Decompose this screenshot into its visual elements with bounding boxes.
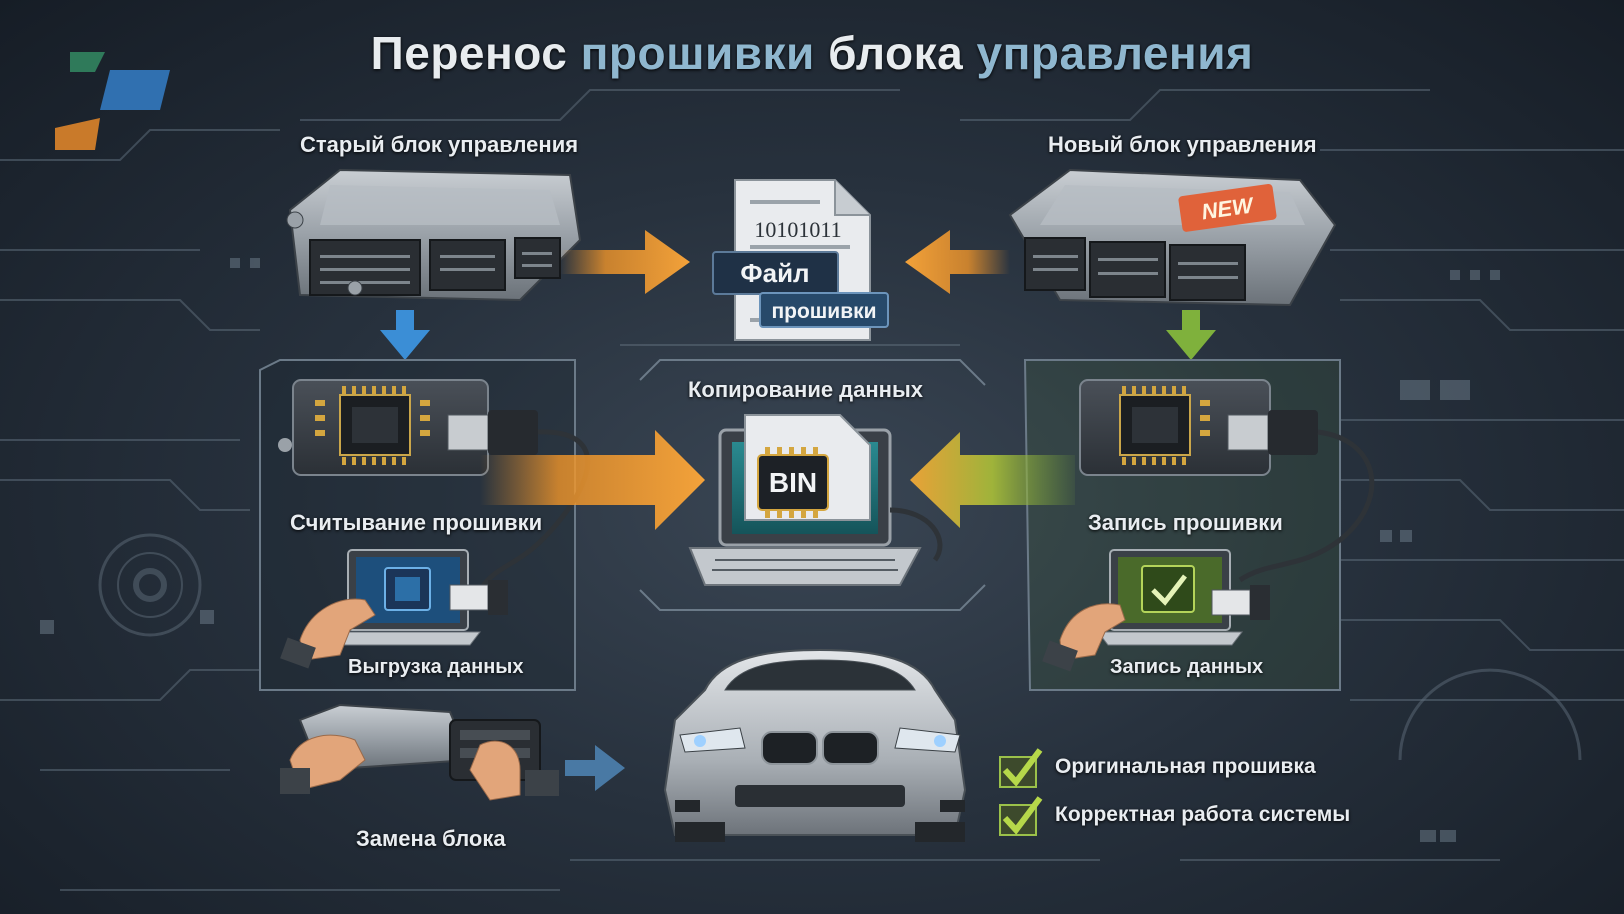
old-ecu-image: [286, 168, 582, 302]
title-part-2: прошивки: [580, 27, 815, 79]
arrow-new-to-file: [905, 230, 1010, 294]
laptop-upload-image: [333, 549, 508, 646]
title-part-3: блока: [814, 27, 977, 79]
programmer-left-image: [278, 379, 591, 592]
hand-left-image: [280, 598, 376, 669]
arrow-down-blue: [380, 310, 430, 360]
check-icon-1: [999, 748, 1043, 788]
file-tag-line1: Файл: [740, 258, 809, 288]
binary-text: 10101011: [754, 217, 841, 242]
new-badge: NEW: [1178, 184, 1277, 232]
laptop-bin-image: BIN: [688, 414, 943, 586]
laptop-write-image: [1096, 549, 1270, 646]
gauge-decoration: [98, 533, 1582, 761]
arrow-old-to-file: [560, 230, 690, 294]
file-tag-line2: прошивки: [771, 300, 876, 323]
programmer-right-image: [1079, 379, 1375, 583]
write-firmware-label: Запись прошивки: [1088, 510, 1283, 535]
circuit-lines: [0, 89, 1624, 891]
replace-unit-label: Замена блока: [356, 826, 506, 851]
firmware-file-icon: 10101011 Файл прошивки: [712, 179, 889, 341]
arrow-laptop-to-write: [910, 432, 1075, 528]
logo-icon: [55, 52, 170, 150]
checklist-item-system: Корректная работа системы: [1055, 803, 1351, 826]
center-panel-frame: [639, 359, 986, 611]
copy-data-label: Копирование данных: [688, 377, 923, 402]
bin-text: BIN: [769, 467, 817, 498]
write-data-label: Запись данных: [1110, 656, 1264, 678]
title-part-4: управления: [976, 27, 1254, 79]
arrow-down-green: [1166, 310, 1216, 360]
new-ecu-image: NEW: [1008, 168, 1337, 307]
page-title: Перенос прошивки блока управления: [0, 26, 1624, 80]
hand-right-image: [1042, 603, 1126, 672]
arrow-read-to-laptop: [480, 430, 705, 530]
read-firmware-label: Считывание прошивки: [290, 510, 543, 535]
old-unit-label: Старый блок управления: [300, 132, 579, 157]
replace-ecu-image: [280, 703, 559, 801]
new-unit-label: Новый блок управления: [1048, 132, 1317, 157]
upload-data-label: Выгрузка данных: [348, 656, 524, 678]
title-part-1: Перенос: [370, 27, 581, 79]
arrow-to-car: [565, 745, 625, 791]
circuit-dots: [40, 258, 1500, 842]
checklist-item-original: Оригинальная прошивка: [1055, 755, 1316, 778]
car-image: [663, 648, 967, 842]
check-icon-2: [999, 796, 1043, 836]
